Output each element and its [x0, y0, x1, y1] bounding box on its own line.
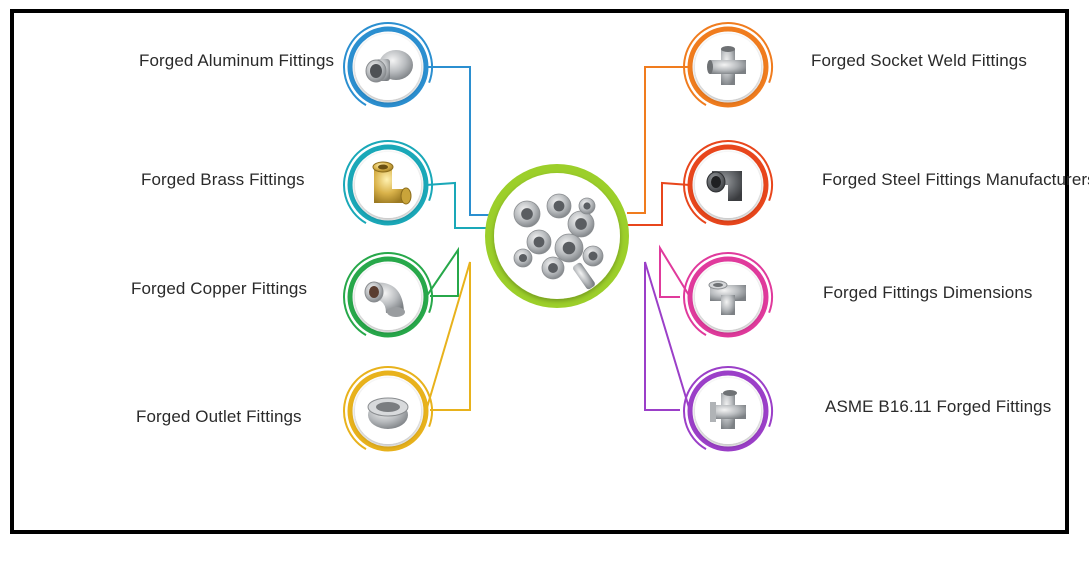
steel-elbow-icon	[706, 171, 742, 201]
right-node-arc-1	[683, 21, 773, 112]
left-node-3	[343, 252, 433, 342]
left-node-1	[343, 21, 433, 112]
right-item-label-4: ASME B16.11 Forged Fittings	[825, 397, 1052, 416]
fittings-cluster-icon	[513, 193, 604, 290]
outlet-ring-icon	[367, 397, 409, 429]
right-connector-1	[627, 66, 690, 214]
union-fitting-icon	[365, 50, 413, 83]
left-node-arc-2	[343, 140, 433, 230]
right-node-2	[683, 140, 773, 230]
center-hub-disc	[494, 173, 620, 299]
left-node-2	[343, 140, 433, 230]
right-node-1	[683, 21, 773, 112]
right-connector-2	[627, 181, 691, 226]
right-node-arc-4	[682, 366, 773, 456]
cross-tee-icon	[710, 390, 746, 429]
center-hub	[485, 164, 629, 308]
right-node-3	[683, 252, 773, 342]
left-node-arc-1	[343, 21, 433, 112]
elbow-fitting-icon	[364, 281, 405, 317]
left-item-label-3: Forged Copper Fittings	[131, 279, 308, 298]
cross-fitting-icon	[707, 46, 746, 85]
left-connector-3	[425, 246, 459, 298]
left-item-label-2: Forged Brass Fittings	[141, 170, 305, 189]
right-connector-3	[659, 244, 691, 298]
right-node-arc-2	[683, 140, 773, 230]
left-item-label-1: Forged Aluminum Fittings	[139, 51, 335, 70]
left-node-arc-4	[343, 366, 433, 456]
brass-elbow-icon	[372, 161, 412, 205]
left-connector-4	[425, 261, 471, 412]
left-node-4	[343, 366, 433, 456]
right-item-label-1: Forged Socket Weld Fittings	[811, 51, 1027, 70]
right-connector-4	[644, 261, 691, 412]
left-node-arc-3	[343, 252, 433, 342]
tee-fitting-icon	[708, 280, 746, 315]
right-node-4	[682, 366, 773, 456]
left-connector-1	[426, 66, 492, 216]
left-item-label-4: Forged Outlet Fittings	[136, 407, 302, 426]
right-item-label-3: Forged Fittings Dimensions	[823, 283, 1033, 302]
right-node-arc-3	[683, 252, 773, 342]
right-item-label-2: Forged Steel Fittings Manufacturers	[822, 170, 1089, 189]
left-connector-2	[425, 181, 492, 229]
